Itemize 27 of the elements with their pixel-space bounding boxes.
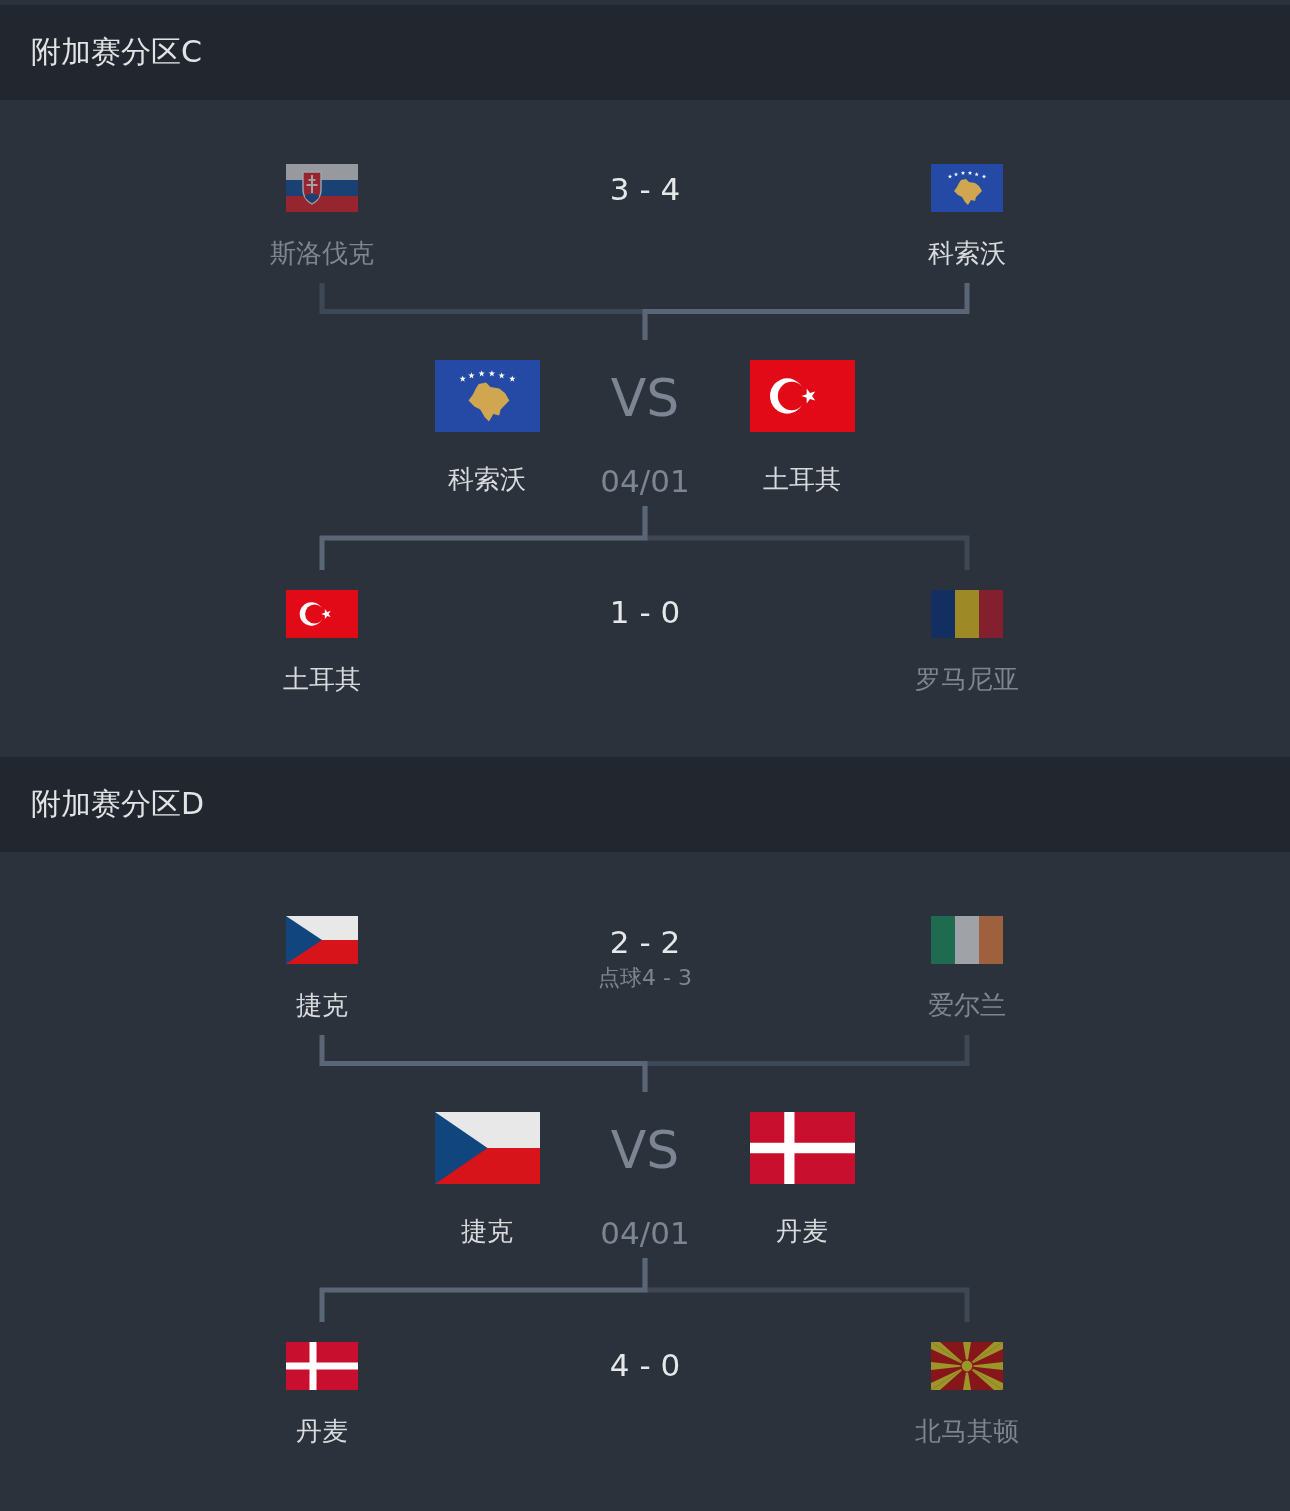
team-name: 土耳其 <box>283 663 361 695</box>
team-name: 科索沃 <box>448 463 526 495</box>
team-name: 丹麦 <box>296 1415 348 1447</box>
team-name: 科索沃 <box>928 237 1006 269</box>
match-date: 04/01 <box>600 462 690 500</box>
team-name: 捷克 <box>461 1215 513 1247</box>
vs-label: VS <box>610 368 680 428</box>
bracket-line <box>319 1035 648 1092</box>
team-name: 土耳其 <box>763 463 841 495</box>
match-date: 04/01 <box>600 1214 690 1252</box>
team-name: 斯洛伐克 <box>270 237 374 269</box>
match-score: 4 - 0 <box>609 1346 681 1384</box>
bracket-line <box>319 506 648 570</box>
team-name: 丹麦 <box>776 1215 828 1247</box>
bracket-line <box>319 1258 648 1322</box>
team-name: 爱尔兰 <box>928 989 1006 1021</box>
team-name: 北马其顿 <box>915 1415 1019 1447</box>
match-score: 2 - 2 <box>609 923 681 961</box>
section-title: 附加赛分区C <box>31 33 202 71</box>
team-name: 捷克 <box>296 989 348 1021</box>
team-name: 罗马尼亚 <box>915 663 1019 695</box>
vs-label: VS <box>610 1120 680 1180</box>
penalty-score: 点球4 - 3 <box>598 965 692 991</box>
bracket-line <box>642 283 970 340</box>
section-title: 附加赛分区D <box>31 785 205 823</box>
match-score: 3 - 4 <box>609 170 681 208</box>
match-score: 1 - 0 <box>609 593 681 631</box>
